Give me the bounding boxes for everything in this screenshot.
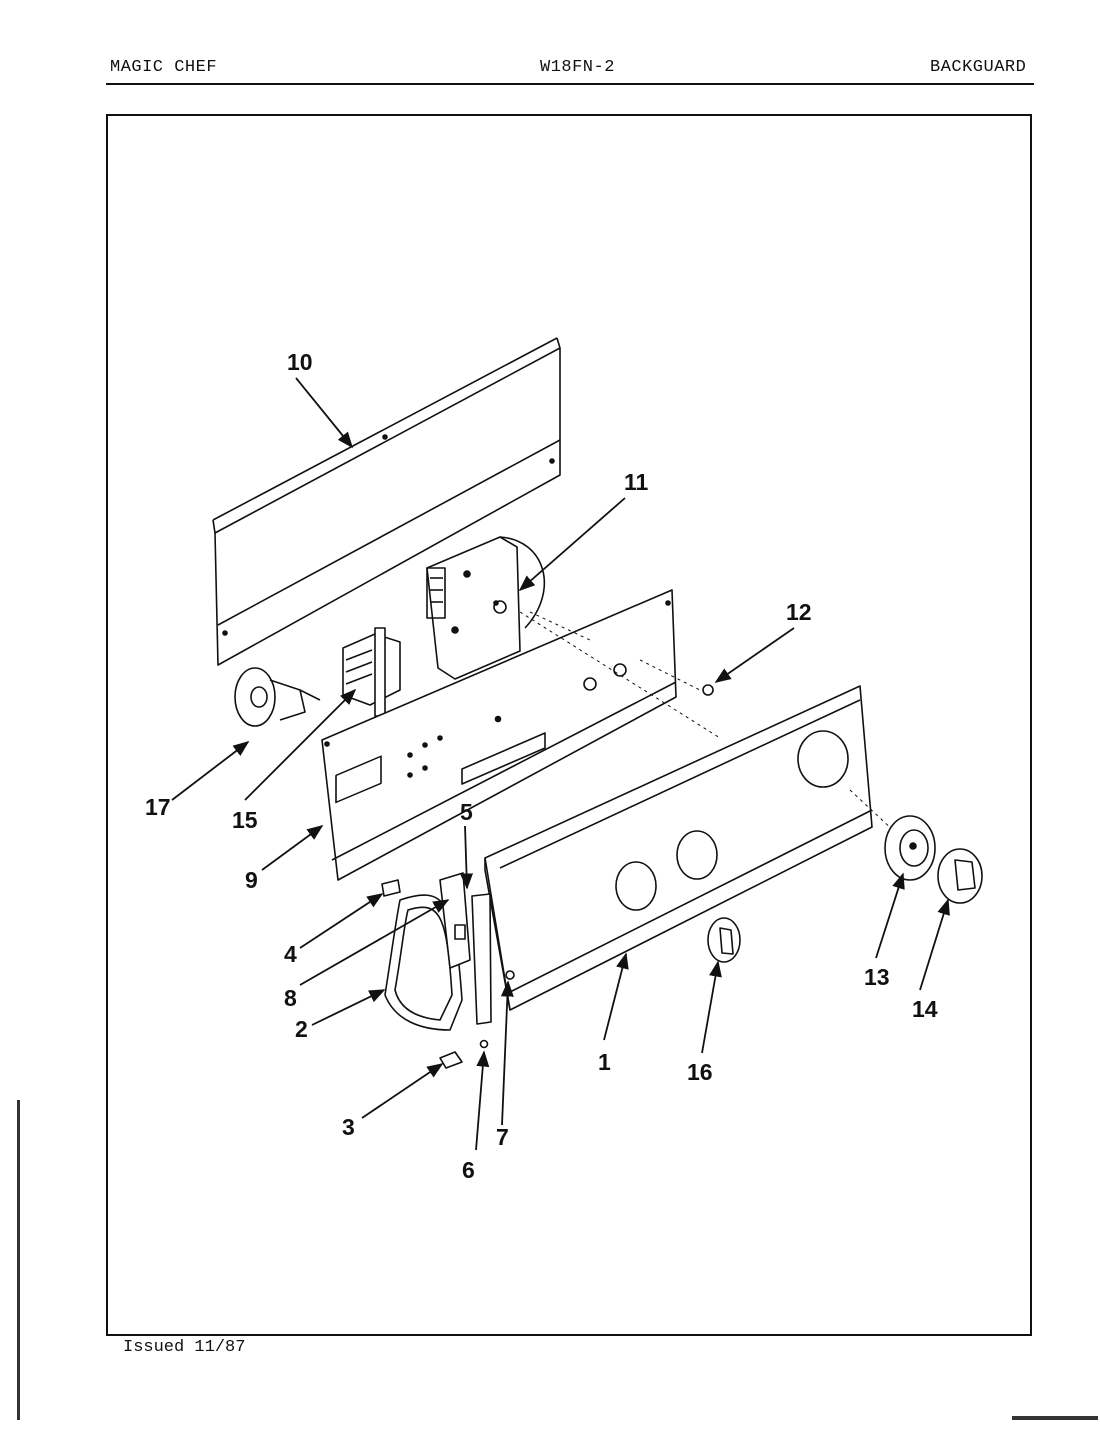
leader-11 [518, 497, 626, 592]
leader-7 [500, 980, 514, 1126]
leader-5 [460, 825, 474, 890]
callout-1: 1 [598, 1049, 611, 1075]
callout-3: 3 [342, 1114, 355, 1140]
callout-2: 2 [295, 1016, 308, 1042]
callout-16: 16 [687, 1059, 713, 1085]
part-17-rotary-switch [234, 667, 321, 727]
part-9-control-panel [321, 589, 677, 881]
header-rule [106, 83, 1034, 85]
leader-16 [701, 960, 722, 1054]
leader-3 [361, 1063, 444, 1119]
binding-line [17, 1100, 20, 1420]
part-8-bracket [439, 872, 471, 969]
part-7-screw [505, 970, 515, 980]
callout-12: 12 [786, 599, 812, 625]
part-15-switch [342, 627, 401, 717]
part-10-rear-cover [212, 337, 561, 666]
leader-17c [171, 741, 250, 801]
scan-mark [1012, 1416, 1098, 1420]
part-16-knob [707, 917, 741, 963]
part-14-knob [937, 848, 983, 904]
part-11-timer [426, 536, 546, 680]
callout-17: 17 [145, 794, 171, 820]
callout-13: 13 [864, 964, 890, 990]
brand-label: MAGIC CHEF [110, 58, 218, 77]
leader-15 [244, 688, 357, 801]
leader-14 [919, 898, 950, 991]
part-12-screw [702, 684, 714, 696]
leader-1 [603, 952, 629, 1041]
callout-15: 15 [232, 807, 258, 833]
section-title: BACKGUARD [930, 58, 1027, 77]
leader-2 [311, 989, 386, 1026]
callout-14: 14 [912, 996, 938, 1022]
part-3-clip [439, 1051, 463, 1069]
part-13-knob-skirt [884, 815, 936, 881]
leader-6 [475, 1050, 490, 1151]
leader-9 [261, 825, 324, 871]
callout-6: 6 [462, 1157, 475, 1183]
leader-8 [299, 899, 450, 986]
callout-10: 10 [287, 349, 313, 375]
callout-9: 9 [245, 867, 258, 893]
part-1-backguard-front [484, 685, 873, 1011]
part-6-screw [479, 1039, 489, 1049]
part-4-clip [381, 879, 401, 897]
leader-12 [714, 627, 795, 683]
callout-4: 4 [284, 941, 297, 967]
diagram-frame [106, 114, 1032, 1336]
callout-11: 11 [624, 469, 649, 495]
leader-4 [299, 893, 384, 949]
leader-10 [295, 377, 354, 449]
model-number: W18FN-2 [540, 58, 615, 77]
part-5-trim-strip [471, 893, 492, 1025]
callout-7: 7 [496, 1124, 509, 1150]
callout-5: 5 [460, 799, 473, 825]
issued-date: Issued 11/87 [123, 1338, 246, 1357]
callout-8: 8 [284, 985, 297, 1011]
leader-13 [875, 872, 905, 959]
